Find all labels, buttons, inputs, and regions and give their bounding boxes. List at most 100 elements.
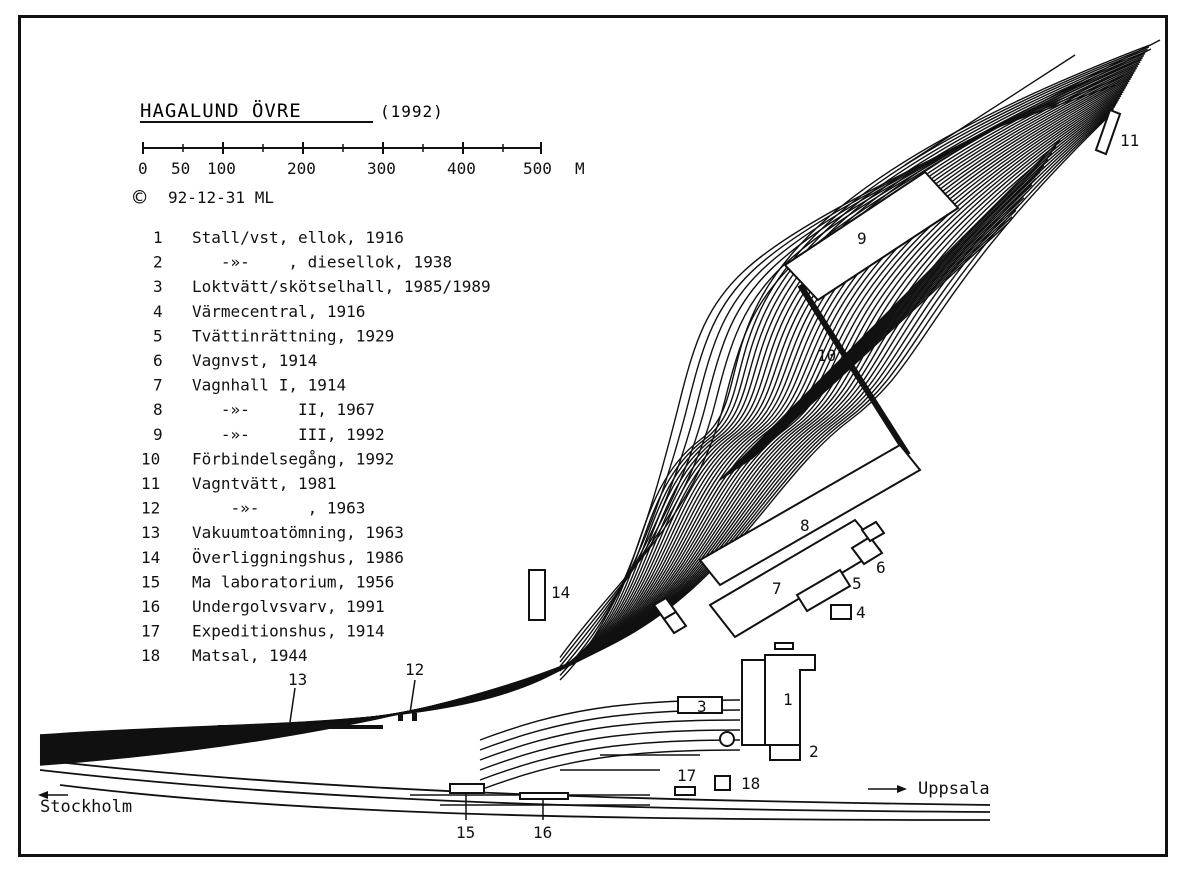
track-line bbox=[559, 48, 1152, 676]
label-14: 14 bbox=[551, 583, 570, 602]
building-15 bbox=[449, 783, 485, 794]
label-13: 13 bbox=[288, 670, 307, 689]
building-13 bbox=[218, 725, 383, 729]
scale-tick-50: 50 bbox=[171, 159, 190, 178]
building-10 bbox=[797, 283, 911, 457]
legend-text: Vakuumtoatömning, 1963 bbox=[192, 523, 404, 542]
track-line bbox=[479, 729, 741, 771]
legend-number: 6 bbox=[153, 351, 163, 370]
label-11: 11 bbox=[1120, 131, 1139, 150]
track-line bbox=[724, 152, 1053, 478]
label-stockholm: Stockholm bbox=[40, 797, 132, 817]
track-line bbox=[559, 57, 1143, 672]
legend-text: -»- II, 1967 bbox=[192, 400, 375, 419]
legend-text: -»- , diesellok, 1938 bbox=[192, 253, 452, 272]
legend-text: Matsal, 1944 bbox=[192, 646, 308, 665]
track-line bbox=[719, 139, 1061, 481]
label-7: 7 bbox=[772, 579, 782, 598]
legend-number: 16 bbox=[141, 597, 160, 616]
building-6b bbox=[860, 520, 886, 543]
track-line bbox=[736, 184, 1033, 470]
direction-labels: Stockholm Uppsala bbox=[38, 779, 990, 817]
building-small bbox=[774, 642, 794, 650]
track-line bbox=[726, 158, 1049, 476]
map-title: HAGALUND ÖVRE bbox=[140, 99, 302, 122]
track-line bbox=[479, 739, 741, 781]
legend-number: 8 bbox=[153, 400, 163, 419]
legend-number: 2 bbox=[153, 253, 163, 272]
track-line bbox=[559, 66, 1134, 667]
credit-text: 92-12-31 ML bbox=[168, 188, 274, 207]
legend-text: Stall/vst, ellok, 1916 bbox=[192, 228, 404, 247]
track-line bbox=[743, 203, 1021, 465]
legend-text: Värmecentral, 1916 bbox=[192, 302, 365, 321]
building-6 bbox=[850, 535, 884, 566]
building-1 bbox=[741, 654, 816, 746]
building-3 bbox=[677, 696, 723, 714]
legend-text: Expeditionshus, 1914 bbox=[192, 622, 385, 641]
legend-number: 7 bbox=[153, 376, 163, 395]
scale-tick-200: 200 bbox=[287, 159, 316, 178]
legend-number: 17 bbox=[141, 622, 160, 641]
scale-tick-400: 400 bbox=[447, 159, 476, 178]
track-line bbox=[559, 84, 1116, 658]
track-line bbox=[731, 171, 1041, 473]
legend-number: 3 bbox=[153, 277, 163, 296]
legend: 1 Stall/vst, ellok, 1916 2 -»- , diesellok… bbox=[141, 228, 491, 665]
legend-text: Vagntvätt, 1981 bbox=[192, 474, 337, 493]
building-4 bbox=[830, 604, 852, 620]
label-3: 3 bbox=[697, 697, 707, 716]
label-2: 2 bbox=[809, 742, 819, 761]
track-line bbox=[748, 216, 1013, 462]
track-line bbox=[745, 209, 1017, 463]
track-line bbox=[750, 222, 1009, 460]
label-5: 5 bbox=[852, 574, 862, 593]
legend-number: 12 bbox=[141, 499, 160, 518]
legend-text: Tvättinrättning, 1929 bbox=[192, 326, 394, 345]
turntable bbox=[719, 731, 735, 747]
label-16: 16 bbox=[533, 823, 552, 842]
legend-number: 5 bbox=[153, 326, 163, 345]
label-1: 1 bbox=[783, 690, 793, 709]
track-line bbox=[741, 197, 1025, 467]
legend-number: 15 bbox=[141, 572, 160, 591]
building-5 bbox=[795, 568, 852, 613]
map-year: (1992) bbox=[380, 102, 444, 121]
legend-text: -»- III, 1992 bbox=[192, 425, 385, 444]
legend-text: Förbindelsegång, 1992 bbox=[192, 449, 394, 468]
track-line bbox=[559, 75, 1125, 663]
main-line bbox=[39, 754, 991, 821]
label-uppsala: Uppsala bbox=[918, 779, 990, 799]
building-labels: 1 2 3 4 5 6 7 8 9 10 11 12 13 14 15 16 1… bbox=[288, 131, 1139, 842]
scale-tick-500: 500 bbox=[523, 159, 552, 178]
track-line bbox=[721, 145, 1057, 479]
legend-text: Vagnhall I, 1914 bbox=[192, 376, 346, 395]
track-line bbox=[733, 177, 1037, 471]
label-10: 10 bbox=[817, 346, 836, 365]
legend-number: 1 bbox=[153, 228, 163, 247]
legend-number: 14 bbox=[141, 548, 160, 567]
legend-number: 11 bbox=[141, 474, 160, 493]
arrow-right-icon bbox=[897, 785, 907, 793]
scale-tick-100: 100 bbox=[207, 159, 236, 178]
scale-tick-0: 0 bbox=[138, 159, 148, 178]
building-14 bbox=[528, 569, 546, 621]
buildings bbox=[218, 108, 1122, 800]
building-2 bbox=[769, 744, 801, 761]
track-line bbox=[738, 190, 1029, 468]
building-annex-left-2 bbox=[662, 610, 688, 635]
scale-unit: M bbox=[575, 159, 585, 178]
label-6: 6 bbox=[876, 558, 886, 577]
scale-bar: 0 50 100 200 300 400 500 M bbox=[138, 142, 585, 178]
building-12 bbox=[398, 713, 403, 721]
building-9 bbox=[783, 170, 960, 302]
legend-text: Undergolvsvarv, 1991 bbox=[192, 597, 385, 616]
legend-text: Ma laboratorium, 1956 bbox=[192, 572, 394, 591]
label-9: 9 bbox=[857, 229, 867, 248]
leader-lines bbox=[289, 679, 544, 820]
legend-text: Vagnvst, 1914 bbox=[192, 351, 317, 370]
label-12: 12 bbox=[405, 660, 424, 679]
legend-number: 18 bbox=[141, 646, 160, 665]
legend-number: 4 bbox=[153, 302, 163, 321]
